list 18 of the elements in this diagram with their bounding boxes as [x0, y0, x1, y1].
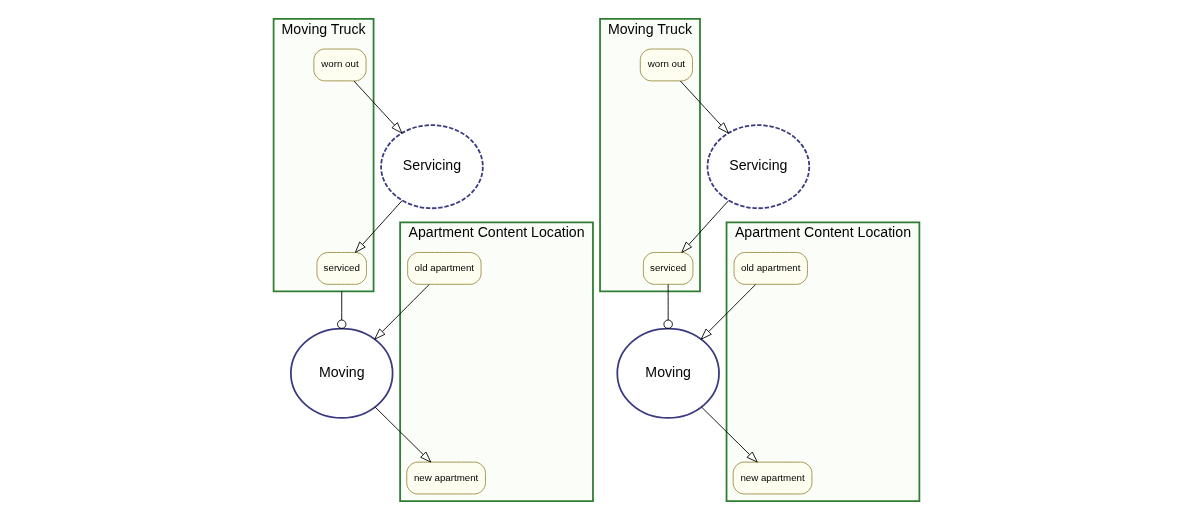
- node-box: old apartment: [733, 252, 808, 285]
- node-box: new apartment: [405, 461, 486, 495]
- arrow: [373, 284, 430, 340]
- arrow: [700, 406, 758, 463]
- node-box: worn out: [639, 48, 693, 82]
- node-box: old apartment: [406, 252, 481, 285]
- arrow: [680, 200, 729, 253]
- connector: [336, 290, 346, 329]
- arrow: [353, 80, 402, 134]
- node-box: new apartment: [732, 461, 812, 495]
- arrow: [700, 284, 756, 340]
- node-box: worn out: [312, 48, 366, 82]
- arrow: [679, 80, 729, 134]
- arrow: [354, 200, 403, 253]
- node-box: serviced: [316, 252, 367, 285]
- node-box: serviced: [642, 252, 693, 285]
- arrow: [374, 406, 431, 463]
- connector: [662, 284, 673, 329]
